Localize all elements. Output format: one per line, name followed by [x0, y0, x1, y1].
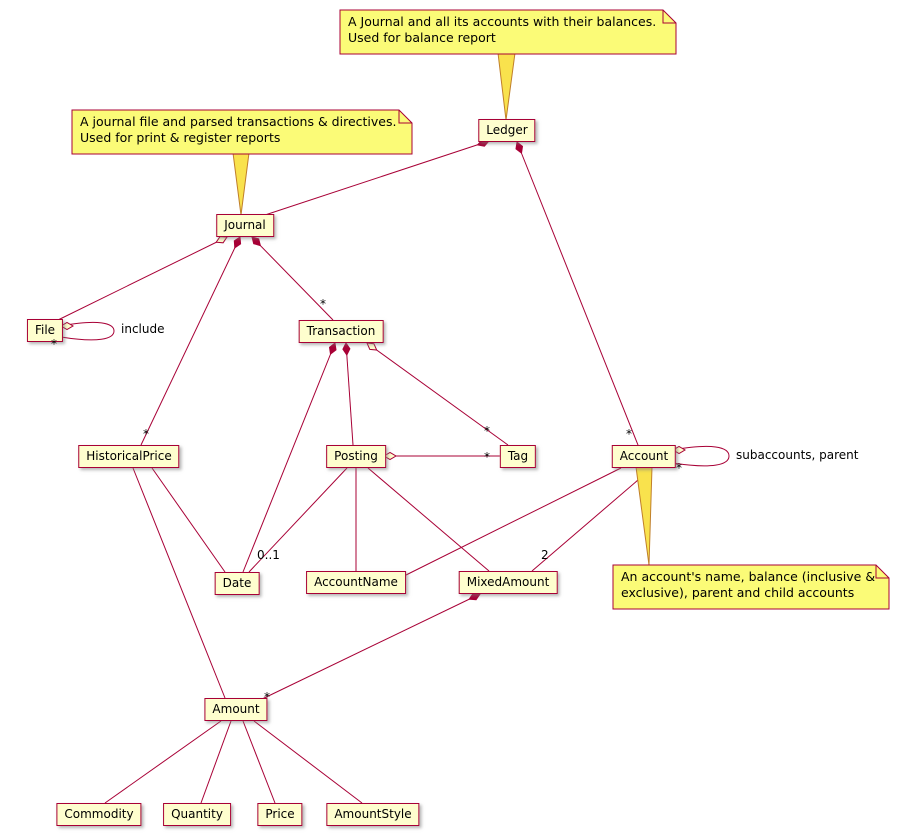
diamond-filled-transaction-date-icon: [328, 342, 337, 356]
note-ledger-line2: Used for balance report: [348, 30, 496, 45]
note-journal-body: [71, 109, 413, 155]
multiplicity-mixedamount-amount: *: [264, 690, 270, 704]
diamond-filled-mixedamount-amount-icon: [468, 592, 481, 601]
edge-journal-transaction: [251, 236, 334, 321]
edge-account-accountname: [401, 467, 622, 578]
multiplicity-journal-historicalprice: *: [143, 427, 149, 441]
multiplicity-journal-transaction: *: [320, 297, 326, 311]
diamond-open-transaction-tag-icon: [366, 342, 378, 351]
edge-account-subaccounts-self-loop: [672, 445, 730, 467]
edge-file-include-self-loop: [60, 321, 115, 341]
note-ledger-line1: A Journal and all its accounts with thei…: [348, 14, 657, 29]
class-node-account: Account: [611, 445, 677, 468]
edges: [57, 140, 730, 804]
class-node-ledger: Ledger: [478, 119, 536, 142]
edge-amount-price: [242, 720, 276, 804]
note-ledger-fold-icon: [662, 10, 676, 24]
edge-historicalprice-date: [151, 467, 226, 573]
edge-transaction-tag: [366, 342, 509, 446]
multiplicity-file-selfloop: *: [51, 337, 57, 351]
class-node-historicalprice: HistoricalPrice: [78, 445, 180, 468]
note-account-line2: exclusive), parent and child accounts: [621, 585, 855, 600]
note-account-fold-icon: [875, 565, 889, 579]
note-ledger-body: [339, 9, 677, 55]
edge-historicalprice-amount: [132, 467, 226, 699]
diamond-filled-journal-transaction-icon: [251, 236, 262, 247]
class-node-tag: Tag: [499, 445, 537, 468]
multiplicity-ledger-account: *: [626, 427, 632, 441]
diamond-open-journal-file-icon: [215, 235, 228, 244]
aggregation-diamond-icons: [60, 235, 686, 461]
edge-mixedamount-amount: [257, 593, 481, 702]
edge-ledger-account: [516, 141, 639, 446]
edge-amount-quantity: [200, 720, 232, 804]
diamond-filled-ledger-account-icon: [515, 141, 524, 155]
multiplicity-posting-date: 0..1: [257, 548, 280, 562]
edge-account-mixedamount: [531, 467, 653, 572]
note-account: An account's name, balance (inclusive & …: [621, 569, 875, 601]
note-account-line1: An account's name, balance (inclusive &: [621, 569, 876, 584]
class-node-posting: Posting: [326, 445, 386, 468]
beam-account-to-note: [635, 466, 653, 566]
multiplicity-account-mixedamount: 2: [541, 548, 549, 562]
note-journal: A journal file and parsed transactions &…: [80, 114, 396, 146]
class-node-quantity: Quantity: [163, 803, 231, 826]
beam-note-to-ledger: [497, 52, 516, 121]
class-node-price: Price: [257, 803, 303, 826]
edge-journal-historicalprice: [140, 236, 241, 446]
note-journal-fold-icon: [398, 110, 412, 124]
role-label-subaccounts-parent: subaccounts, parent: [736, 448, 859, 462]
edge-journal-file: [57, 236, 228, 321]
class-node-accountname: AccountName: [306, 571, 406, 594]
composition-diamond-icons: [233, 139, 524, 601]
diamond-open-file-selfloop-icon: [60, 321, 74, 331]
edge-transaction-date: [242, 342, 336, 573]
edge-posting-date: [248, 467, 348, 573]
diamond-filled-journal-historicalprice-icon: [233, 236, 242, 249]
note-journal-line2: Used for print & register reports: [80, 130, 281, 145]
note-journal-line1: A journal file and parsed transactions &…: [80, 114, 397, 129]
multiplicity-transaction-tag: *: [484, 424, 490, 438]
edge-amount-commodity: [104, 720, 222, 804]
note-ledger: A Journal and all its accounts with thei…: [348, 14, 656, 46]
class-node-amountstyle: AmountStyle: [326, 803, 420, 826]
edge-posting-mixedamount: [367, 467, 490, 572]
diamond-filled-transaction-posting-icon: [342, 342, 351, 356]
class-node-transaction: Transaction: [298, 320, 384, 343]
edge-ledger-journal: [261, 140, 490, 217]
multiplicity-account-selfloop: *: [676, 461, 682, 475]
beam-note-to-journal: [232, 152, 250, 216]
class-node-date: Date: [214, 572, 260, 595]
class-node-file: File: [26, 319, 64, 342]
diamond-open-posting-tag-icon: [383, 451, 397, 461]
class-node-mixedamount: MixedAmount: [458, 571, 558, 594]
class-node-amount: Amount: [204, 698, 268, 721]
class-node-journal: Journal: [216, 214, 274, 237]
note-bodies: [71, 9, 890, 610]
multiplicity-posting-tag: *: [484, 450, 490, 464]
role-label-include: include: [121, 322, 165, 336]
note-account-body: [612, 564, 890, 610]
edge-amount-amountstyle: [253, 720, 363, 804]
class-node-commodity: Commodity: [56, 803, 142, 826]
edge-transaction-posting: [345, 342, 354, 446]
